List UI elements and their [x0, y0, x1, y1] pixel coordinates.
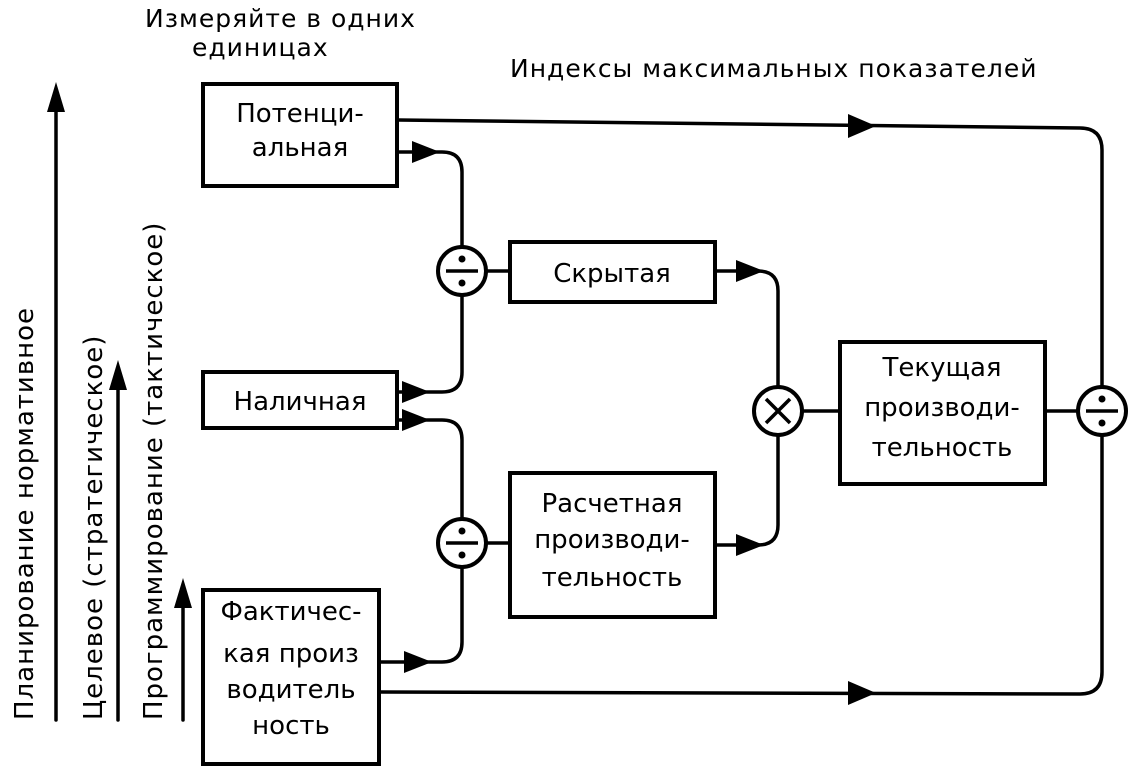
calculated-line2: производи-: [534, 525, 690, 555]
calculated-arrow-icon: [736, 534, 764, 556]
hidden-line1: Скрытая: [553, 259, 671, 289]
programming-arrow-icon: [174, 578, 192, 608]
target-arrow-icon: [109, 360, 127, 390]
current-line3: тельность: [872, 433, 1013, 463]
actual-line1: Фактичес-: [220, 597, 361, 627]
indices-label: Индексы максимальных показателей: [510, 54, 1037, 83]
actual-line4: ность: [252, 711, 330, 741]
current-box: Текущая производи- тельность: [838, 340, 1047, 486]
hidden-box: Скрытая: [508, 240, 717, 304]
planning-label: Планирование нормативное: [10, 307, 40, 720]
actual-line3: водитель: [226, 675, 355, 705]
actual-box: Фактичес- кая произ водитель ность: [201, 588, 381, 766]
cash-in-arrow-icon: [402, 381, 430, 403]
planning-arrow-icon: [47, 82, 65, 112]
target-axis: Целевое (стратегическое): [79, 335, 127, 722]
current-line2: производи-: [864, 393, 1020, 423]
hidden-arrow-icon: [736, 260, 764, 282]
cash-box: Наличная: [201, 370, 399, 430]
potential-line2: альная: [252, 133, 348, 163]
target-label: Целевое (стратегическое): [79, 335, 109, 720]
connections: [378, 114, 1104, 705]
actual-arrow-icon: [404, 651, 432, 673]
potential-line1: Потенци-: [236, 99, 364, 129]
planning-axis: Планирование нормативное: [10, 82, 65, 722]
divide-icon: [1076, 385, 1128, 437]
divide-icon: [436, 245, 488, 297]
measure-label-line1: Измеряйте в одних: [145, 4, 416, 33]
calculated-line1: Расчетная: [542, 489, 683, 519]
programming-axis: Программирование (тактическое): [139, 222, 192, 722]
top-bypass-arrow-icon: [848, 114, 876, 138]
cash-out-arrow-icon: [402, 409, 430, 431]
measure-label-line2: единицах: [192, 33, 329, 62]
calculated-line3: тельность: [542, 563, 683, 593]
potential-box: Потенци- альная: [201, 82, 399, 188]
actual-line2: кая произ: [223, 639, 359, 669]
calculated-box: Расчетная производи- тельность: [508, 471, 717, 619]
current-line1: Текущая: [881, 353, 1001, 383]
multiply-icon: [752, 385, 804, 437]
programming-label: Программирование (тактическое): [139, 222, 169, 720]
divide-icon: [436, 517, 488, 569]
cash-line1: Наличная: [234, 387, 367, 417]
potential-arrow-icon: [412, 141, 440, 163]
bottom-bypass-arrow-icon: [848, 681, 876, 705]
